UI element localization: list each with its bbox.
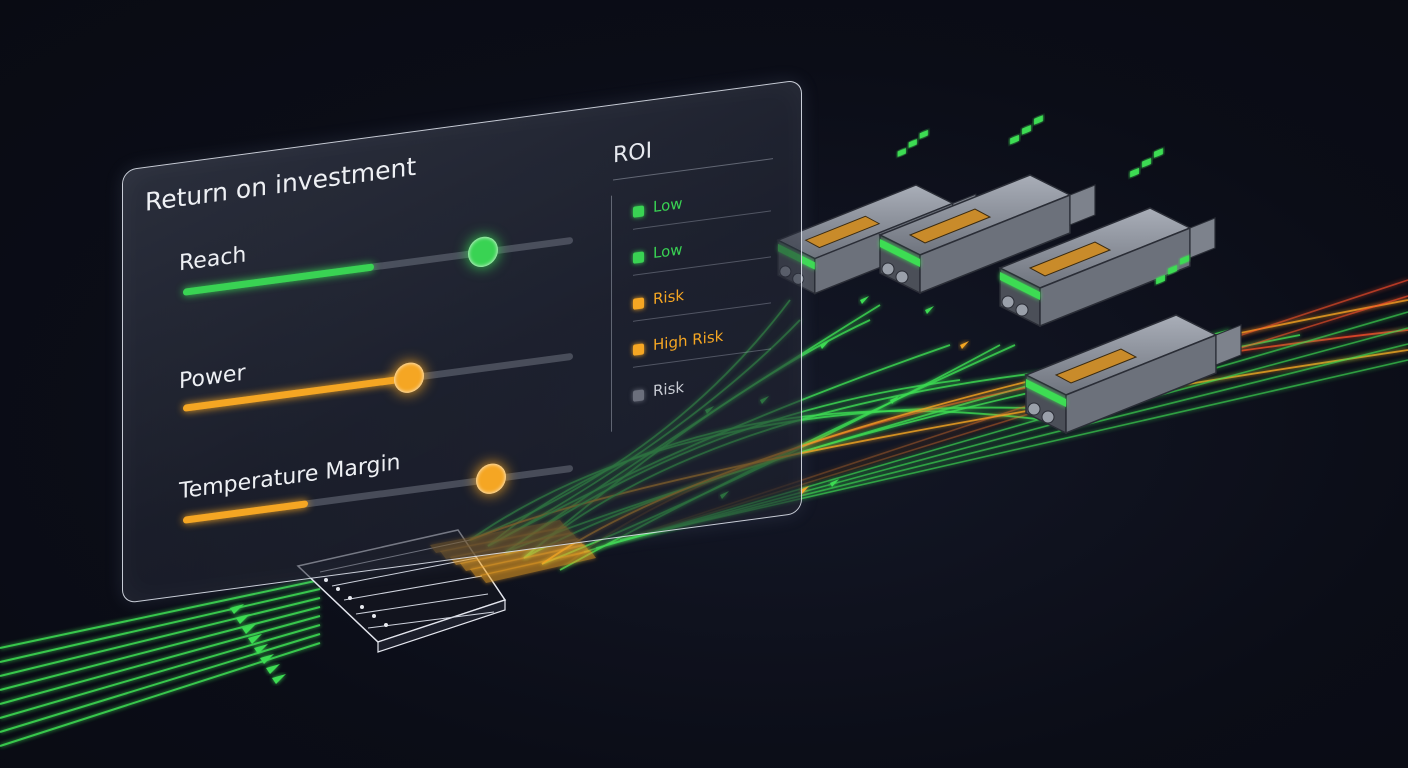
panel-title: Return on investment: [145, 151, 417, 217]
roi-item-label: Risk: [653, 378, 685, 401]
status-dot: [633, 205, 644, 218]
incoming-fiber: [0, 606, 321, 691]
module-led: [1010, 134, 1019, 145]
status-dot: [633, 297, 644, 310]
signal-arrow: [830, 479, 839, 487]
module-tab: [1069, 184, 1096, 226]
hot-lane: [470, 544, 590, 577]
module-led: [897, 148, 906, 157]
module-side: [919, 193, 1071, 295]
module-side: [1039, 226, 1191, 328]
connector-ferrule: [1041, 410, 1055, 424]
roi-title: ROI: [613, 138, 653, 169]
incoming-fiber: [0, 642, 321, 747]
chip-pad: [336, 587, 340, 591]
optical-modules: [776, 115, 1242, 435]
optical-module: [1024, 255, 1242, 435]
module-led: [908, 138, 917, 148]
signal-arrow: [800, 486, 809, 494]
connector-ferrule: [1015, 303, 1029, 317]
signal-arrow: [266, 664, 280, 674]
module-side: [1065, 333, 1217, 435]
module-led: [1156, 274, 1165, 285]
module-label: [1028, 241, 1112, 277]
chip-pad: [348, 596, 352, 600]
module-led: [1022, 124, 1031, 135]
signal-arrow: [248, 634, 262, 644]
chip-pad: [324, 578, 328, 582]
signal-arrow: [254, 644, 268, 654]
module-led: [1130, 167, 1139, 178]
signal-arrow: [242, 624, 256, 634]
status-dot: [633, 343, 644, 356]
module-status-bar: [880, 239, 920, 267]
signal-arrow: [820, 341, 829, 349]
module-led: [1180, 255, 1189, 265]
roi-list-border: [611, 195, 612, 432]
chip-pad: [360, 605, 364, 609]
module-status-bar: [1000, 272, 1040, 300]
optical-module: [878, 115, 1096, 295]
module-tab: [1189, 217, 1216, 259]
metric-label-reach: Reach: [179, 242, 247, 277]
connector-ferrule: [881, 262, 895, 276]
slider-knob[interactable]: [394, 360, 425, 395]
module-led: [919, 129, 928, 139]
signal-arrow: [860, 296, 869, 304]
module-led: [1168, 264, 1177, 275]
chip-edge: [377, 599, 506, 653]
chip-trace: [355, 593, 489, 615]
module-label: [908, 208, 992, 244]
module-label: [1054, 348, 1138, 384]
status-dot: [633, 389, 644, 402]
chip-trace: [367, 611, 495, 629]
status-dot: [633, 251, 644, 264]
roi-item-label: Low: [653, 194, 683, 217]
chip-pad: [384, 623, 388, 627]
module-status-bar: [1026, 379, 1066, 407]
chip-pad: [372, 614, 376, 618]
hot-lane: [480, 550, 596, 583]
module-label: [804, 215, 881, 249]
incoming-fiber: [0, 624, 321, 719]
slider-knob[interactable]: [468, 234, 499, 269]
chip-trace: [343, 575, 483, 601]
chip-trace: [331, 557, 477, 587]
roi-item-label: Risk: [653, 286, 685, 309]
connector-ferrule: [895, 270, 909, 284]
incoming-fiber: [0, 588, 321, 663]
incoming-fiber: [0, 615, 321, 705]
roi-item-label: High Risk: [653, 326, 724, 355]
optical-module: [998, 148, 1216, 328]
slider-knob[interactable]: [476, 461, 507, 496]
incoming-fiber: [0, 633, 321, 733]
signal-arrow: [960, 341, 969, 349]
incoming-fiber: [0, 579, 321, 649]
metric-label-power: Power: [179, 360, 246, 395]
roi-panel: Return on investment Reach Power Tempera…: [122, 79, 802, 605]
connector-ferrule: [1027, 402, 1041, 416]
module-led: [1034, 115, 1043, 125]
signal-arrow: [272, 674, 286, 684]
connector-ferrule: [1001, 295, 1015, 309]
signal-arrow: [890, 396, 899, 404]
module-tab: [1215, 324, 1242, 366]
slider-fill: [183, 500, 308, 524]
module-led: [1142, 157, 1151, 168]
incoming-fiber: [0, 597, 321, 677]
module-led: [1154, 148, 1163, 158]
signal-arrow: [925, 306, 934, 314]
roi-item-label: Low: [653, 240, 683, 263]
